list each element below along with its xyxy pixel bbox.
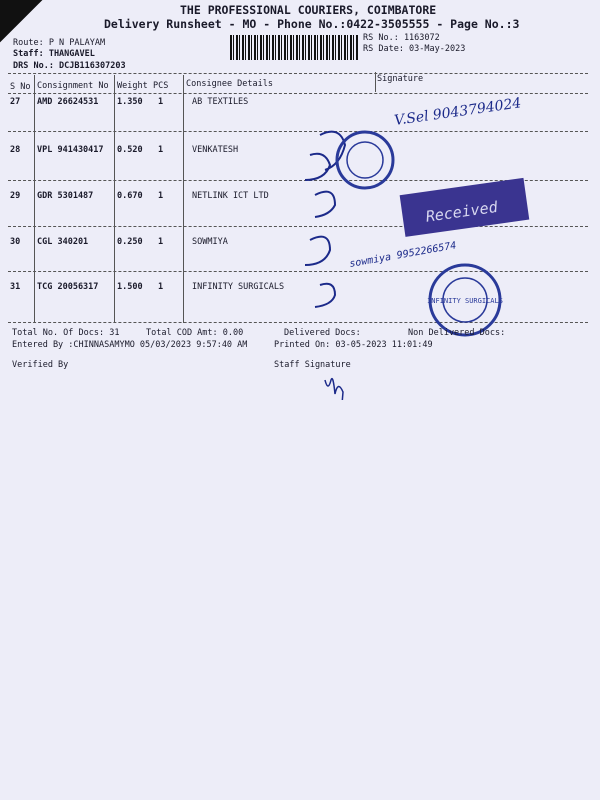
row-pcs: 1: [158, 237, 164, 247]
col-consignment: Consignment No: [37, 81, 109, 91]
infinity-surgicals-stamp: [428, 263, 502, 337]
row-cn: CGL 340201: [37, 237, 89, 247]
runsheet-title: Delivery Runsheet - MO - Phone No.:0422-…: [104, 17, 520, 31]
row-cn: VPL 941430417: [37, 145, 104, 155]
delivered-docs: Delivered Docs:: [284, 328, 361, 338]
rs-date: RS Date: 03-May-2023: [363, 44, 466, 54]
company-name: THE PROFESSIONAL COURIERS, COIMBATORE: [180, 3, 437, 17]
row-consignee: SOWMIYA: [192, 237, 228, 247]
svg-text:INFINITY SURGICALS: INFINITY SURGICALS: [427, 297, 503, 305]
drs-number: DRS No.: DCJB116307203: [13, 61, 126, 71]
row-sno: 28: [10, 145, 21, 155]
entered-by: Entered By :CHINNASAMYMO 05/03/2023 9:57…: [12, 340, 248, 350]
printed-on: Printed On: 03-05-2023 11:01:49: [274, 340, 433, 350]
row-consignee: INFINITY SURGICALS: [192, 282, 285, 292]
handwritten-contact-27: V.Sel 9043794024: [393, 95, 522, 129]
row-weight: 1.500: [117, 282, 143, 292]
row-weight: 0.670: [117, 191, 143, 201]
row-sno: 30: [10, 237, 21, 247]
total-docs: Total No. Of Docs: 31: [12, 328, 120, 338]
col-signature: Signature: [377, 74, 424, 84]
row-pcs: 1: [158, 145, 164, 155]
row-weight: 0.520: [117, 145, 143, 155]
total-cod: Total COD Amt: 0.00: [146, 328, 244, 338]
barcode: [230, 35, 358, 60]
row-divider: [8, 322, 588, 323]
row-sno: 27: [10, 97, 21, 107]
handwritten-contact-30: sowmiya 9952266574: [349, 240, 458, 270]
row-divider: [8, 180, 588, 181]
row-pcs: 1: [158, 191, 164, 201]
col-consignee: Consignee Details: [186, 79, 273, 89]
scan-corner: [0, 0, 43, 43]
col-weight: Weight: [117, 81, 148, 91]
row-weight: 1.350: [117, 97, 143, 107]
row-pcs: 1: [158, 282, 164, 292]
route: Route: P N PALAYAM: [13, 38, 106, 48]
row-divider: [8, 131, 588, 132]
verified-by: Verified By: [12, 360, 69, 370]
staff-signature: Staff Signature: [274, 360, 351, 370]
row-consignee: VENKATESH: [192, 145, 239, 155]
row-cn: AMD 26624531: [37, 97, 99, 107]
corporation-stamp: [335, 130, 395, 190]
staff: Staff: THANGAVEL: [13, 49, 95, 59]
row-pcs: 1: [158, 97, 164, 107]
row-sno: 31: [10, 282, 21, 292]
signature-marks: [304, 130, 347, 308]
staff-signature-mark: [324, 377, 344, 400]
handwriting-and-stamps: V.Sel 9043794024 Received sowmiya 995226…: [304, 95, 530, 337]
col-pcs: PCS: [153, 81, 169, 91]
col-sno: S No: [10, 82, 31, 92]
non-delivered-docs: Non Delivered Docs:: [408, 328, 506, 338]
row-divider: [8, 271, 588, 272]
row-cn: TCG 20056317: [37, 282, 99, 292]
row-consignee: NETLINK ICT LTD: [192, 191, 269, 201]
row-sno: 29: [10, 191, 21, 201]
row-cn: GDR 5301487: [37, 191, 94, 201]
row-divider: [8, 226, 588, 227]
row-weight: 0.250: [117, 237, 143, 247]
rs-number: RS No.: 1163072: [363, 33, 440, 43]
row-consignee: AB TEXTILES: [192, 97, 249, 107]
received-stamp: [399, 177, 530, 237]
